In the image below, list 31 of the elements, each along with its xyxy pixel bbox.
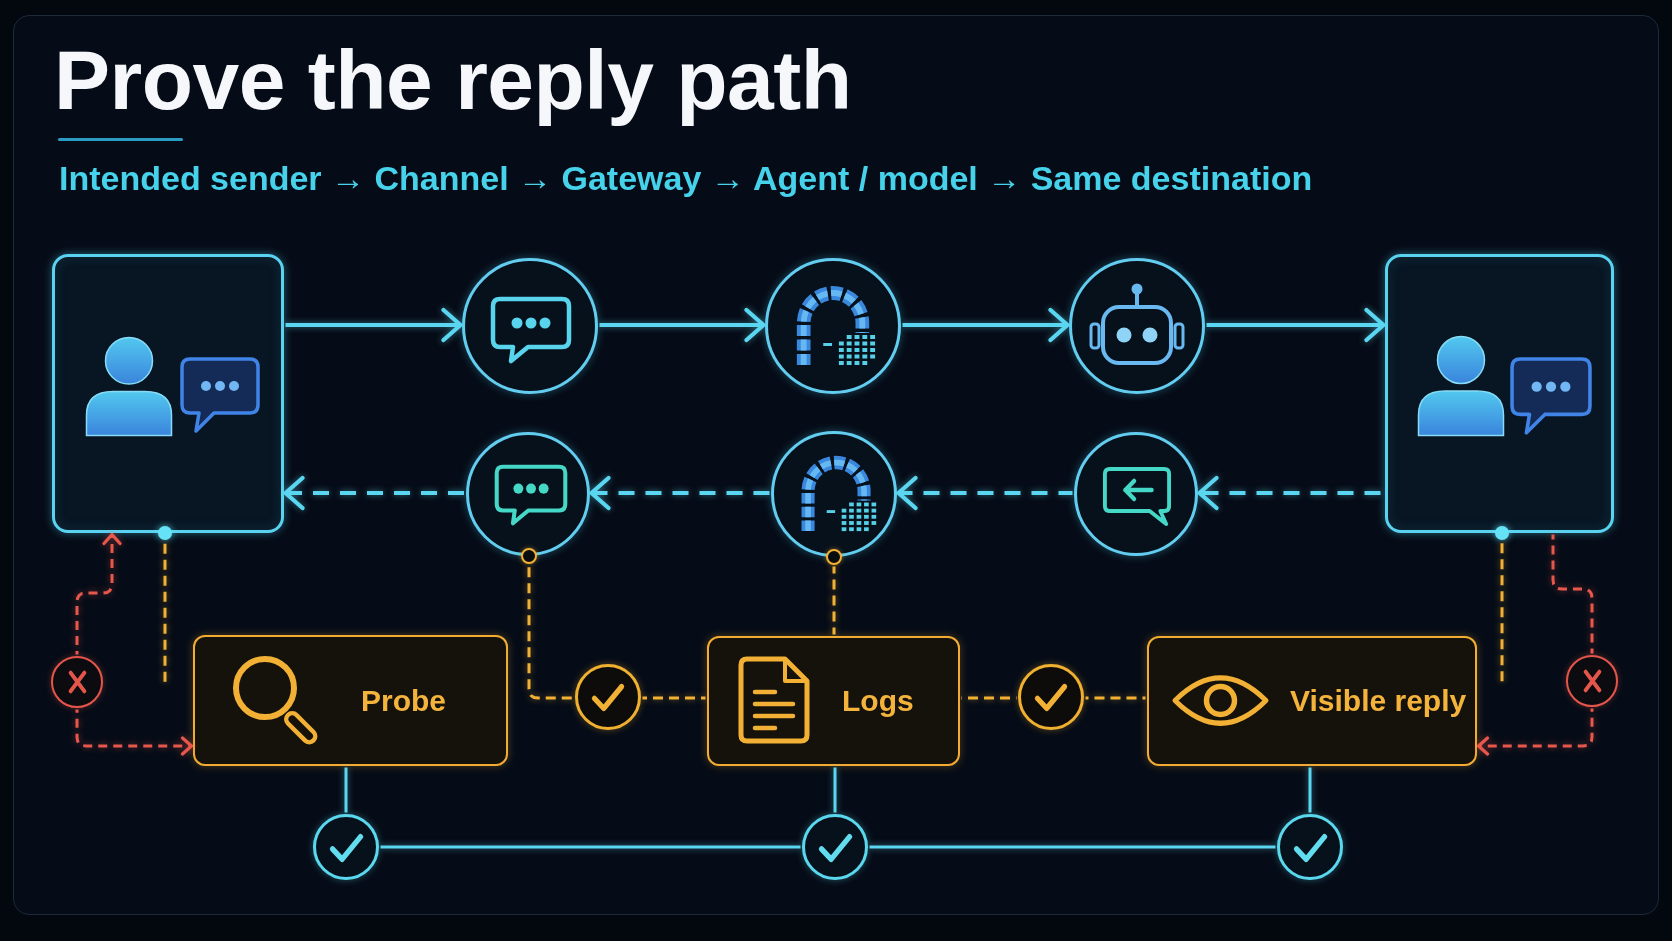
connector-line	[833, 767, 837, 813]
subtitle: Intended sender → Channel → Gateway → Agent / model → Same destination	[59, 161, 1313, 195]
evidence-card	[707, 636, 960, 766]
arrow	[1206, 307, 1386, 343]
user-card	[52, 254, 284, 533]
connector-line	[1500, 541, 1504, 683]
arrow	[896, 475, 1073, 511]
connector-line	[642, 696, 706, 700]
user-card	[1385, 254, 1614, 533]
arrow	[902, 307, 1070, 343]
connector-line	[527, 565, 574, 700]
card-label: Probe	[361, 683, 447, 718]
arrow	[589, 475, 770, 511]
arrow	[75, 532, 122, 655]
connector-line	[344, 767, 348, 813]
connector-line	[380, 845, 801, 849]
arrow	[75, 709, 194, 756]
arrow	[283, 475, 465, 511]
connector-line	[1551, 534, 1594, 654]
arrow	[1476, 708, 1594, 756]
card-label: Visible reply	[1290, 683, 1467, 719]
evidence-card	[1147, 636, 1477, 766]
connector-line	[869, 845, 1276, 849]
connector-line	[832, 566, 836, 635]
card-label: Logs	[842, 683, 914, 719]
evidence-card	[193, 635, 508, 766]
connector-line	[1308, 767, 1312, 813]
arrow	[285, 307, 463, 343]
connector-line	[1085, 696, 1146, 700]
connector-line	[163, 541, 167, 684]
arrow	[599, 307, 766, 343]
